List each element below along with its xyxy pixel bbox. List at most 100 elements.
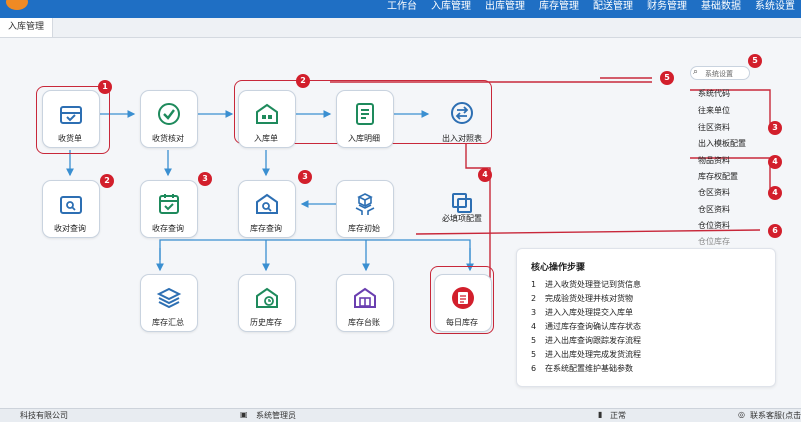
top-navigation-bar: 工作台 入库管理 出库管理 库存管理 配送管理 财务管理 基础数据 系统设置 [0,0,801,18]
config-item[interactable]: 系统代码 [698,89,730,98]
node-daily-stock[interactable] [434,274,492,332]
node-receipt-query[interactable] [42,180,100,238]
config-item[interactable]: 往来单位 [698,106,730,115]
warehouse-ledger-icon [351,284,379,312]
warehouse-search-icon [253,190,281,218]
node-history-stock[interactable] [238,274,296,332]
label-verify-query: 收存查询 [152,224,184,233]
search-icon: ⌕ [693,67,699,77]
tab-inbound-management[interactable]: 入库管理 [0,18,54,37]
copy-config-icon [448,189,476,217]
step-badge: 5 [748,54,762,68]
config-item[interactable]: 仓位库存 [698,237,730,246]
node-inbound-report[interactable] [434,90,490,146]
current-user: 系统管理员 [256,411,296,420]
service-icon: ◎ [738,410,745,419]
step-badge: 4 [768,186,782,200]
search-box-icon [57,190,85,218]
warehouse-history-icon [253,284,281,312]
node-stock-query[interactable] [238,180,296,238]
config-item[interactable]: 仓区资料 [698,188,730,197]
node-verify-query[interactable] [140,180,198,238]
label-inbound-detail: 入库明细 [348,134,380,143]
group-box-outbound [430,266,494,334]
step-badge: 2 [296,74,310,88]
step-badge: 5 [660,71,674,85]
step-badge: 2 [100,174,114,188]
calendar-check-icon [155,190,183,218]
label-stock-query: 库存查询 [250,224,282,233]
label-receipt-query: 收对查询 [54,224,86,233]
label-stock-init: 库存初始 [348,224,380,233]
sync-check-icon [155,100,183,128]
tab-bar: 入库管理 [0,18,801,38]
nav-inbound[interactable]: 入库管理 [431,1,471,12]
contact-service-link[interactable]: 联系客服(点击 [750,411,801,420]
node-verify[interactable] [140,90,198,148]
node-inbound-detail[interactable] [336,90,394,148]
layers-icon [155,284,183,312]
exchange-icon [448,99,476,127]
config-item[interactable]: 往区资料 [698,123,730,132]
label-daily-stock: 每日库存 [446,318,478,327]
nav-workbench[interactable]: 工作台 [387,1,417,12]
label-verify: 收货核对 [152,134,184,143]
daily-report-icon [449,284,477,312]
nav-finance[interactable]: 财务管理 [647,1,687,12]
nav-outbound[interactable]: 出库管理 [485,1,525,12]
label-history-stock: 历史库存 [250,318,282,327]
flow-canvas: 收货单 收货核对 入库单 入库明细 出入对照表 收对查询 收存查询 [0,38,801,408]
label-stock-summary: 库存汇总 [152,318,184,327]
status-icon: ▮ [598,410,603,419]
config-search-input[interactable]: 系统设置 [690,66,750,80]
user-icon: ▣ [240,410,248,419]
label-stock-ledger: 库存台账 [348,318,380,327]
system-status: 正常 [610,411,626,420]
node-stock-init[interactable] [336,180,394,238]
node-stock-ledger[interactable] [336,274,394,332]
inbox-icon [57,100,85,128]
step-badge: 3 [198,172,212,186]
group-box-receipt [36,86,110,154]
nav-delivery[interactable]: 配送管理 [593,1,633,12]
flow-connectors [66,77,771,278]
label-receipt: 收货单 [58,134,82,143]
nav-settings[interactable]: 系统设置 [755,1,795,12]
step-badge: 4 [478,168,492,182]
app-logo [6,0,28,10]
company-name: 科技有限公司 [20,411,68,420]
step-badge: 4 [768,155,782,169]
step-badge: 1 [98,80,112,94]
node-required-config[interactable] [434,180,490,236]
nav-stock[interactable]: 库存管理 [539,1,579,12]
steps-title: 核心操作步骤 [531,263,586,273]
config-item[interactable]: 仓位资料 [698,221,730,230]
label-inbound: 入库单 [254,134,278,143]
config-item[interactable]: 库存权配置 [698,172,738,181]
step-badge: 6 [768,224,782,238]
system-config-panel: 系统设置 ⌕ 系统代码 往来单位 往区资料 出入模板配置 物品资料 库存权配置 … [690,66,776,256]
config-item[interactable]: 仓区资料 [698,205,730,214]
config-item[interactable]: 出入模板配置 [698,139,746,148]
label-inbound-report: 出入对照表 [442,134,482,143]
warehouse-icon [253,100,281,128]
top-nav-menu: 工作台 入库管理 出库管理 库存管理 配送管理 财务管理 基础数据 系统设置 [387,1,795,13]
node-inbound[interactable] [238,90,296,148]
document-list-icon [351,100,379,128]
status-bar: 科技有限公司 ▣ 系统管理员 ▮ 正常 ◎ 联系客服(点击 [0,408,801,422]
label-required-config: 必填项配置 [442,214,482,223]
node-receipt[interactable] [42,90,100,148]
boxes-icon [351,190,379,218]
config-item[interactable]: 物品资料 [698,156,730,165]
nav-basic-data[interactable]: 基础数据 [701,1,741,12]
node-stock-summary[interactable] [140,274,198,332]
step-badge: 3 [298,170,312,184]
